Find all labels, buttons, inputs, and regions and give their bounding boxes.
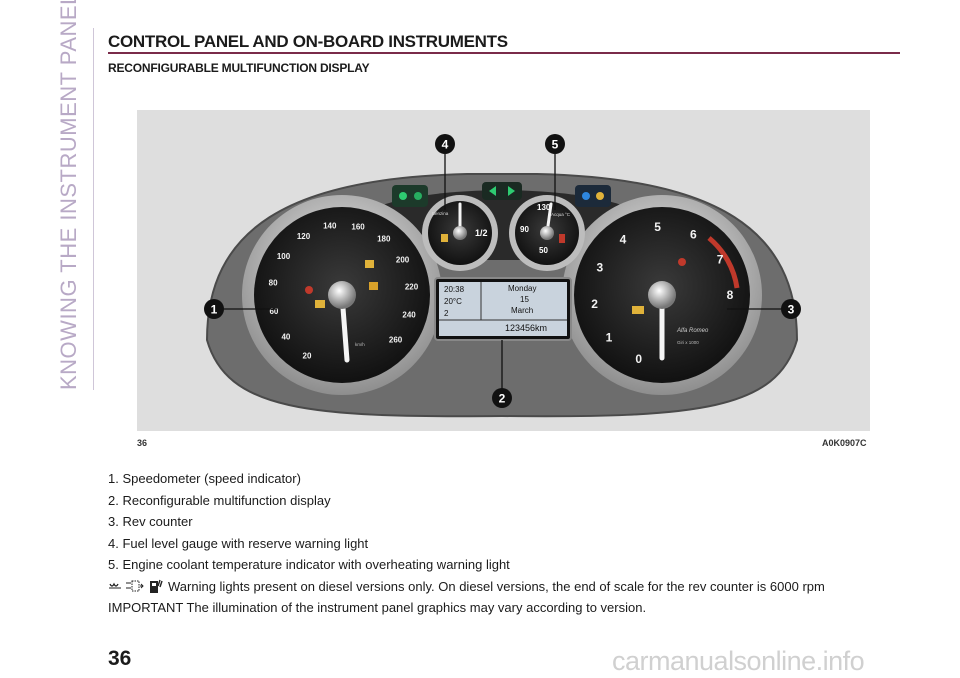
title-rule — [108, 52, 900, 54]
display-month: March — [511, 306, 533, 315]
side-tab-label: KNOWING THE INSTRUMENT PANEL — [56, 0, 81, 390]
tick-label: 240 — [402, 311, 416, 320]
display-temp: 20°C — [444, 297, 462, 306]
right-warning-cluster — [575, 185, 611, 207]
turn-signal-cluster — [482, 182, 522, 200]
svg-text:3: 3 — [788, 303, 795, 317]
callout-5: 5 — [545, 134, 565, 154]
display-gear: 2 — [444, 309, 449, 318]
tick-label: 60 — [269, 307, 278, 316]
diesel-warning-text: Warning lights present on diesel version… — [168, 578, 825, 594]
display-date: 15 — [520, 295, 529, 304]
tick-label: 220 — [405, 283, 419, 292]
rev-counter: 0 1 2 3 4 5 6 7 8 Alfa Romeo Giri x 1000 — [562, 195, 762, 395]
coolant-gauge: 130 90 50 Acqua °C — [509, 195, 585, 271]
svg-text:5: 5 — [552, 138, 559, 152]
display-odometer: 123456km — [505, 323, 547, 333]
speedometer: 20 40 60 80 100 120 140 160 180 200 220 240 260 km/h — [242, 195, 442, 395]
temp-90-label: 90 — [520, 225, 529, 234]
tick-label: 0 — [635, 352, 642, 366]
svg-text:2: 2 — [499, 392, 506, 406]
tick-label: 260 — [389, 336, 403, 345]
tick-label: 180 — [377, 235, 391, 244]
brand-script: Alfa Romeo — [676, 328, 709, 334]
temp-50-label: 50 — [539, 246, 548, 255]
tick-label: 100 — [277, 252, 291, 261]
display-day: Monday — [508, 284, 536, 293]
list-item: 5. Engine coolant temperature indicator … — [108, 557, 510, 572]
tick-label: 3 — [596, 261, 603, 275]
callout-4: 4 — [435, 134, 455, 154]
side-divider — [93, 28, 94, 390]
list-item: 3. Rev counter — [108, 514, 193, 529]
display-time: 20:38 — [444, 285, 465, 294]
tick-label: 1 — [606, 331, 613, 345]
page-number: 36 — [108, 647, 132, 670]
rev-tick-labels: 0 1 2 3 4 5 6 7 8 — [591, 220, 733, 366]
diesel-warning-row: Warning lights present on diesel version… — [108, 576, 825, 598]
svg-text:4: 4 — [442, 138, 449, 152]
tick-label: 4 — [620, 232, 627, 246]
tick-label: 8 — [727, 288, 734, 302]
figure-caption-number: 36 — [137, 438, 148, 448]
tick-label: 140 — [323, 222, 337, 231]
tick-label: 20 — [303, 351, 312, 360]
left-warning-cluster — [392, 185, 428, 207]
legend-list: 1. Speedometer (speed indicator) 2. Reco… — [108, 468, 825, 597]
list-item: 4. Fuel level gauge with reserve warning… — [108, 535, 369, 551]
tick-label: 7 — [717, 253, 724, 267]
callout-2: 2 — [492, 388, 512, 408]
tick-label: 80 — [269, 279, 278, 288]
temp-unit-label: Acqua °C — [551, 212, 571, 217]
diesel-warning-icons — [108, 578, 164, 594]
list-item: 2. Reconfigurable multifunction display — [108, 492, 331, 508]
tick-label: 2 — [591, 297, 598, 311]
tick-label: 200 — [396, 256, 410, 265]
glow-plug-icon — [109, 582, 121, 589]
particulate-filter-icon — [126, 580, 144, 592]
watermark: carmanualsonline.info — [612, 646, 865, 676]
callout-leaders — [223, 154, 782, 392]
fuel-benzina-label: Benzina — [432, 211, 449, 216]
section-subtitle: RECONFIGURABLE MULTIFUNCTION DISPLAY — [108, 61, 370, 75]
callout-3: 3 — [781, 299, 801, 319]
temp-130-label: 130 — [537, 203, 551, 212]
tick-label: 120 — [297, 232, 311, 241]
list-item: 1. Speedometer (speed indicator) — [108, 471, 301, 486]
figure-caption-code: A0K0907C — [822, 438, 867, 448]
multifunction-display: 20:38 20°C 2 Monday 15 March 123456km — [434, 277, 572, 341]
tick-label: 40 — [281, 333, 290, 342]
fuel-half-label: 1/2 — [475, 228, 488, 238]
svg-text:1: 1 — [211, 303, 218, 317]
side-tab: KNOWING THE INSTRUMENT PANEL — [52, 0, 86, 390]
tick-label: 6 — [690, 228, 697, 242]
page-title: CONTROL PANEL AND ON-BOARD INSTRUMENTS — [108, 32, 508, 51]
important-note: IMPORTANT The illumination of the instru… — [108, 600, 647, 615]
tick-label: 5 — [654, 220, 661, 234]
rpm-unit-label: Giri x 1000 — [677, 340, 699, 345]
fuel-gauge: 1/2 Benzina — [422, 195, 498, 271]
callout-1: 1 — [204, 299, 224, 319]
speed-unit-label: km/h — [355, 342, 365, 347]
speedo-tick-labels: 20 40 60 80 100 120 140 160 180 200 220 240 260 — [269, 222, 419, 361]
tick-label: 160 — [351, 223, 365, 232]
water-in-fuel-icon — [150, 580, 163, 594]
